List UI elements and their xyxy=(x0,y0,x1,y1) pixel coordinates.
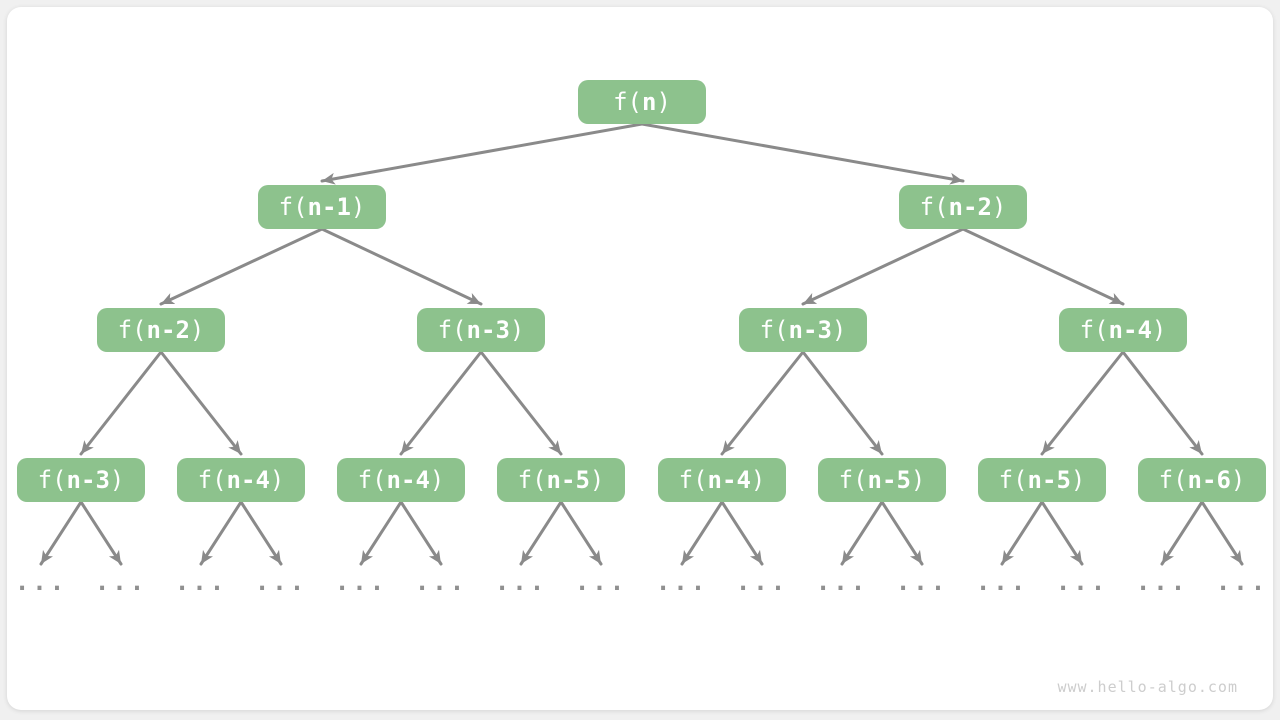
node-label-prefix: f( xyxy=(678,466,708,494)
tree-node: f(n-3) xyxy=(17,458,145,502)
node-label-term: n-3 xyxy=(66,466,110,494)
node-label-prefix: f( xyxy=(37,466,67,494)
watermark: www.hello-algo.com xyxy=(1057,678,1238,696)
node-label-prefix: f( xyxy=(919,193,949,221)
node-label-term: n-2 xyxy=(146,316,190,344)
node-label-term: n-5 xyxy=(1027,466,1071,494)
tree-node: f(n) xyxy=(578,80,706,124)
node-label-term: n-3 xyxy=(466,316,510,344)
node-label-term: n-4 xyxy=(386,466,430,494)
tree-node: f(n-1) xyxy=(258,185,386,229)
node-label-prefix: f( xyxy=(838,466,868,494)
ellipsis-leaf: ... xyxy=(815,568,869,596)
node-label-term: n-4 xyxy=(226,466,270,494)
node-label-term: n-5 xyxy=(867,466,911,494)
tree-node: f(n-5) xyxy=(818,458,946,502)
node-label-term: n-5 xyxy=(546,466,590,494)
node-label-term: n xyxy=(642,88,657,116)
node-label-suffix: ) xyxy=(991,193,1007,221)
ellipsis-leaf: ... xyxy=(94,568,148,596)
ellipsis-leaf: ... xyxy=(1135,568,1189,596)
tree-node: f(n-4) xyxy=(658,458,786,502)
node-label-suffix: ) xyxy=(509,316,525,344)
tree-node: f(n-5) xyxy=(978,458,1106,502)
node-label-prefix: f( xyxy=(117,316,147,344)
node-label-term: n-4 xyxy=(707,466,751,494)
tree-node: f(n-4) xyxy=(337,458,465,502)
node-label-suffix: ) xyxy=(910,466,926,494)
ellipsis-leaf: ... xyxy=(975,568,1029,596)
node-label-term: n-2 xyxy=(948,193,992,221)
ellipsis-leaf: ... xyxy=(1055,568,1109,596)
tree-node: f(n-4) xyxy=(177,458,305,502)
ellipsis-leaf: ... xyxy=(895,568,949,596)
node-label-suffix: ) xyxy=(750,466,766,494)
ellipsis-leaf: ... xyxy=(174,568,228,596)
node-label-suffix: ) xyxy=(109,466,125,494)
node-label-suffix: ) xyxy=(269,466,285,494)
tree-node: f(n-2) xyxy=(97,308,225,352)
node-label-suffix: ) xyxy=(1230,466,1246,494)
tree-node: f(n-2) xyxy=(899,185,1027,229)
node-label-prefix: f( xyxy=(357,466,387,494)
node-label-suffix: ) xyxy=(1070,466,1086,494)
node-label-suffix: ) xyxy=(189,316,205,344)
node-label-suffix: ) xyxy=(656,88,671,116)
node-label-suffix: ) xyxy=(350,193,366,221)
node-label-prefix: f( xyxy=(278,193,308,221)
node-label-prefix: f( xyxy=(517,466,547,494)
node-label-prefix: f( xyxy=(197,466,227,494)
node-label-term: n-4 xyxy=(1108,316,1152,344)
ellipsis-leaf: ... xyxy=(735,568,789,596)
node-label-suffix: ) xyxy=(429,466,445,494)
ellipsis-leaf: ... xyxy=(414,568,468,596)
ellipsis-leaf: ... xyxy=(254,568,308,596)
ellipsis-leaf: ... xyxy=(14,568,68,596)
tree-node: f(n-3) xyxy=(417,308,545,352)
node-label-prefix: f( xyxy=(998,466,1028,494)
ellipsis-leaf: ... xyxy=(655,568,709,596)
node-label-term: n-3 xyxy=(788,316,832,344)
node-label-suffix: ) xyxy=(1151,316,1167,344)
ellipsis-leaf: ... xyxy=(574,568,628,596)
node-label-prefix: f( xyxy=(759,316,789,344)
node-label-term: n-1 xyxy=(307,193,351,221)
ellipsis-leaf: ... xyxy=(494,568,548,596)
tree-node: f(n-3) xyxy=(739,308,867,352)
ellipsis-leaf: ... xyxy=(1215,568,1269,596)
tree-node: f(n-4) xyxy=(1059,308,1187,352)
node-label-suffix: ) xyxy=(589,466,605,494)
tree-node: f(n-6) xyxy=(1138,458,1266,502)
node-label-prefix: f( xyxy=(1158,466,1188,494)
node-label-term: n-6 xyxy=(1187,466,1231,494)
ellipsis-leaf: ... xyxy=(334,568,388,596)
tree-node: f(n-5) xyxy=(497,458,625,502)
node-label-prefix: f( xyxy=(437,316,467,344)
node-label-prefix: f( xyxy=(1079,316,1109,344)
node-label-prefix: f( xyxy=(613,88,642,116)
node-label-suffix: ) xyxy=(831,316,847,344)
